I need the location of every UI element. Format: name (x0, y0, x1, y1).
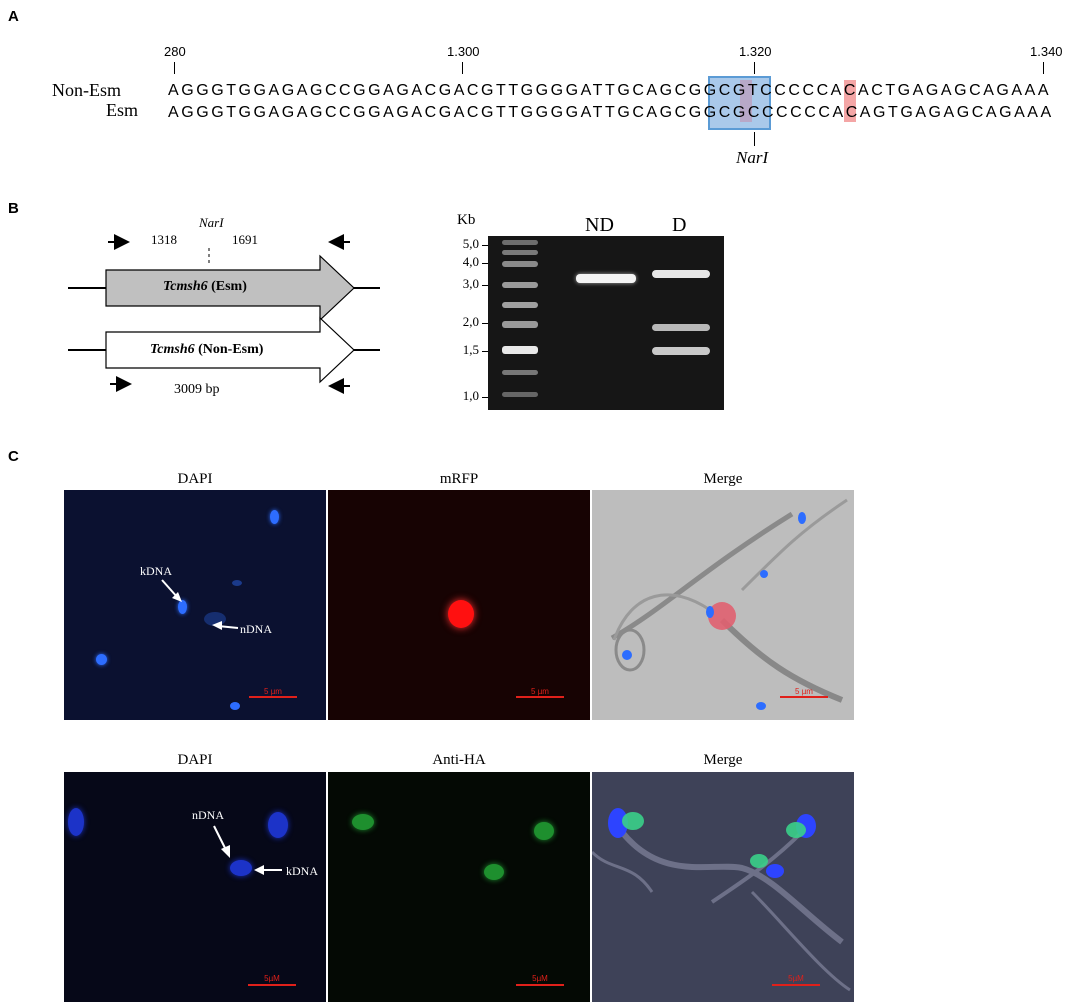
micrograph-merge-2: 5µM (592, 772, 854, 1002)
annotation-arrows (161, 579, 239, 630)
panel-label-c: C (8, 448, 19, 465)
mismatch-highlight (844, 80, 856, 122)
gel-unit: Kb (457, 212, 476, 228)
tick-mark (462, 62, 463, 74)
tick-mark (174, 62, 175, 74)
annotation-ndna: nDNA (240, 622, 272, 636)
esm-gene-arrow (105, 254, 355, 322)
panel-label-a: A (8, 8, 19, 25)
annotation-kdna: kDNA (286, 864, 318, 878)
lane-label-d: D (672, 214, 687, 236)
col-title-anti-ha: Anti-HA (432, 752, 486, 768)
esm-gene-label: Tcmsh6 (Esm) (163, 279, 247, 294)
gel-band-nd (576, 274, 636, 283)
marker-label: 5,0 (462, 236, 479, 251)
position-1318: 1318 (151, 232, 177, 247)
col-title-dapi: DAPI (177, 752, 213, 768)
marker-label: 4,0 (462, 254, 479, 269)
sequence-esm: AGGGTGGAGAGCCGGAGACGACGTTGGGGATTGCAGCGGC… (168, 104, 1054, 121)
annotation-kdna: kDNA (140, 564, 172, 578)
sequence-non-esm: AGGGTGGAGAGCCGGAGACGACGTTGGGGATTGCAGCGGC… (168, 82, 1052, 99)
tick-mark (754, 62, 755, 74)
micrograph-dapi-1: kDNA nDNA 5 µm (64, 490, 326, 720)
col-title-mrfp: mRFP (439, 471, 479, 487)
col-title-dapi: DAPI (177, 471, 213, 487)
annotation-arrows (213, 825, 282, 875)
mismatch-highlight (740, 80, 752, 122)
scale-label: 5µM (788, 974, 804, 983)
nari-label: NarI (736, 148, 769, 167)
gel-image (488, 236, 724, 410)
scale-label: 5 µm (264, 687, 282, 696)
tick-label: 1.320 (739, 44, 772, 59)
non-esm-gene-arrow (105, 316, 355, 384)
tick-label: 1.300 (447, 44, 480, 59)
micrograph-dapi-2: nDNA kDNA 5µM (64, 772, 326, 1002)
col-title-merge: Merge (703, 752, 743, 768)
marker-label: 2,0 (462, 314, 479, 329)
nari-site-label: NarI (199, 215, 224, 230)
gel-band-d-middle (652, 324, 710, 331)
gel-band-d-upper (652, 270, 710, 278)
scale-label: 5µM (532, 974, 548, 983)
micrograph-mrfp: 5 µm (328, 490, 590, 720)
scale-label: 5µM (264, 974, 280, 983)
tick-label: 280 (164, 44, 186, 59)
marker-label: 1,0 (462, 388, 479, 403)
schematic-svg (68, 234, 380, 394)
col-title-merge: Merge (703, 471, 743, 487)
nari-site-box (708, 76, 771, 130)
scale-label: 5 µm (795, 687, 813, 696)
non-esm-gene-label: Tcmsh6 (Non-Esm) (150, 342, 264, 357)
annotation-ndna: nDNA (192, 808, 224, 822)
scale-bar (249, 696, 297, 698)
site-tick (754, 132, 755, 146)
tick-label: 1.340 (1030, 44, 1063, 59)
row-label-esm: Esm (106, 100, 139, 120)
scale-label: 5 µm (531, 687, 549, 696)
gel-band-d-lower (652, 347, 710, 355)
panel-label-b: B (8, 200, 19, 217)
position-1691: 1691 (232, 232, 258, 247)
marker-label: 3,0 (462, 276, 479, 291)
micrograph-merge-1: 5 µm (592, 490, 854, 720)
marker-label: 1,5 (462, 342, 479, 357)
tick-mark (1043, 62, 1044, 74)
micrograph-anti-ha: 5µM (328, 772, 590, 1002)
amplicon-length: 3009 bp (174, 382, 220, 397)
lane-label-nd: ND (585, 214, 614, 236)
row-label-non-esm: Non-Esm (52, 80, 121, 100)
